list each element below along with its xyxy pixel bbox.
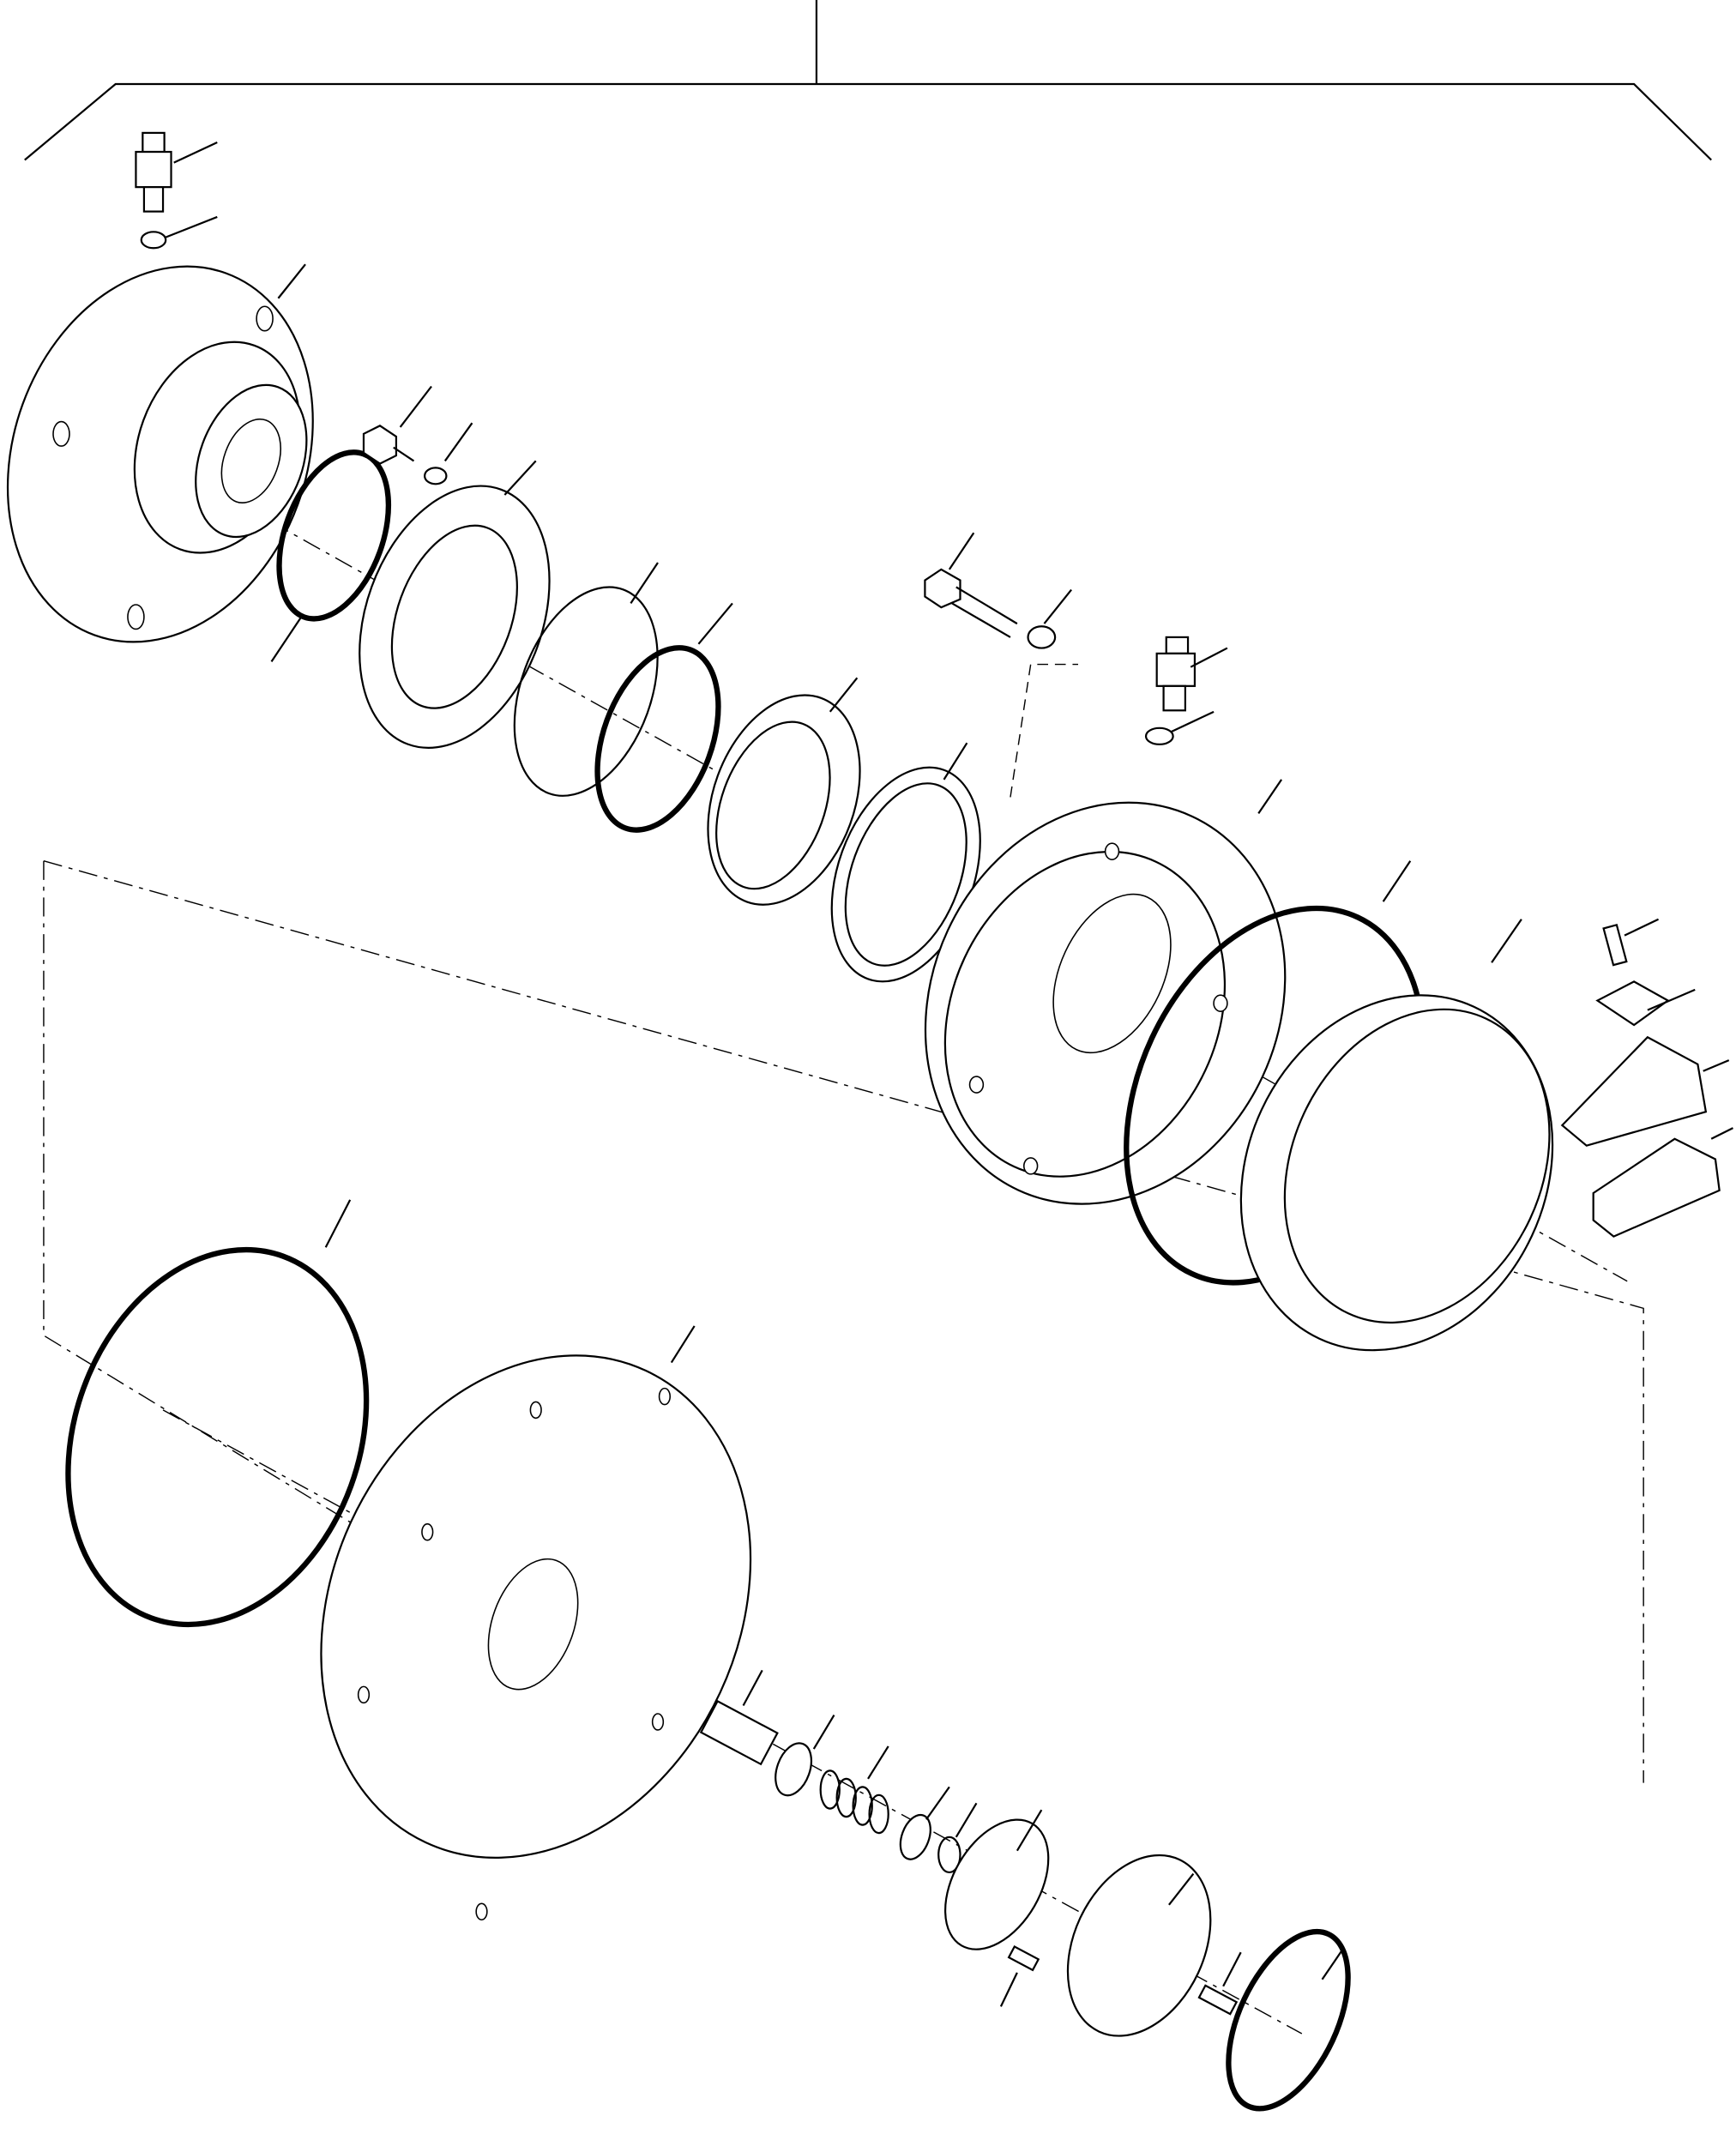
snap-ring <box>937 1836 961 1874</box>
washer <box>899 1813 931 1860</box>
bleed-fitting-top-left <box>135 131 172 250</box>
hub-flange <box>6 265 314 643</box>
valve-sleeve <box>699 1699 779 1766</box>
washer <box>775 1742 813 1797</box>
bolt-and-washer-hub <box>362 425 448 485</box>
valve-assembly <box>699 1699 1351 2112</box>
gasket-plate <box>359 485 551 749</box>
orifice-plate <box>943 1818 1050 1950</box>
large-o-ring-bottom <box>65 1246 370 1628</box>
o-ring-small <box>1226 1928 1351 2112</box>
bleed-fitting-right <box>1144 636 1197 745</box>
screw <box>1197 1984 1239 2016</box>
leader-lines <box>165 141 1733 2007</box>
pin-and-wedge-parts <box>1560 923 1721 1238</box>
spring <box>819 1769 889 1835</box>
plate <box>1595 980 1670 1027</box>
frame-bracket <box>24 0 1712 161</box>
piston-seal <box>707 694 861 906</box>
seal-ring <box>513 586 659 797</box>
piston-cap <box>1066 1854 1212 2037</box>
brake-band-ring <box>1239 994 1554 1352</box>
o-ring <box>594 645 721 833</box>
pin <box>1602 923 1628 967</box>
screw <box>1007 1945 1040 1972</box>
wedge <box>1560 1035 1708 1147</box>
washer <box>1144 726 1174 745</box>
bracket <box>1592 1137 1721 1238</box>
o-ring <box>276 449 392 622</box>
end-cover-disc <box>320 1354 752 1921</box>
washer <box>140 231 167 250</box>
brake-housing <box>924 801 1287 1205</box>
long-bolt-and-washer <box>924 568 1057 649</box>
